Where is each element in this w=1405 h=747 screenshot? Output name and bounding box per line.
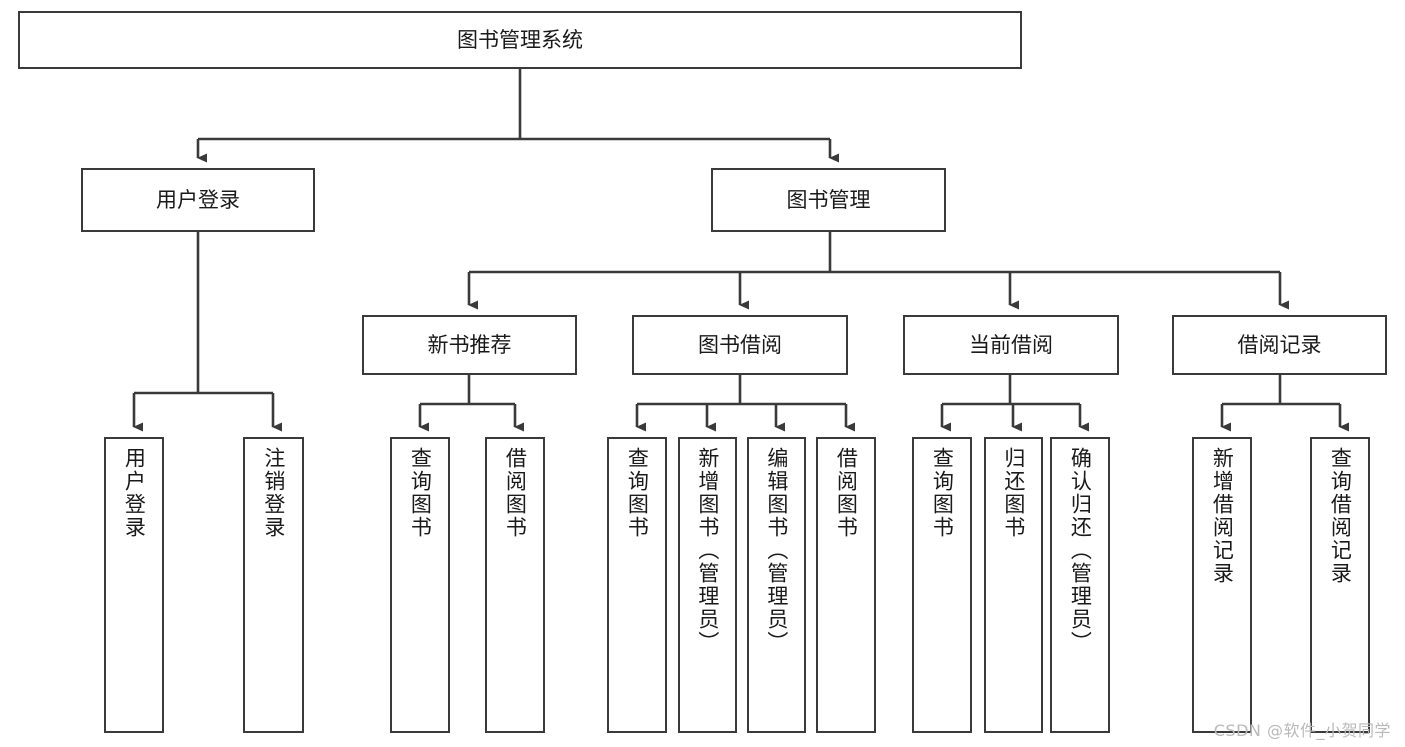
leaf-new-book-borrow[interactable]: 借阅图书 [485, 437, 545, 733]
node-label: 查询图书 [625, 447, 650, 539]
node-label: 当前借阅 [969, 332, 1053, 357]
node-label: 借阅图书 [834, 447, 859, 539]
node-label: 查询图书 [930, 447, 955, 539]
watermark-text: CSDN @软件_小贺同学 [1213, 721, 1391, 740]
node-label: 归还图书 [1001, 447, 1026, 539]
leaf-user-login-logout[interactable]: 注销登录 [243, 437, 304, 733]
node-label: 借阅记录 [1237, 332, 1322, 357]
node-label: 注销登录 [261, 447, 286, 539]
leaf-borrow-edit-book-admin[interactable]: 编辑图书（管理员） [747, 437, 806, 733]
node-label: 查询借阅记录 [1328, 447, 1353, 585]
node-label: 新增借阅记录 [1210, 447, 1235, 585]
node-label: 确认归还（管理员） [1068, 447, 1093, 654]
leaf-borrow-query-book[interactable]: 查询图书 [607, 437, 667, 733]
node-user-login[interactable]: 用户登录 [81, 168, 315, 232]
node-label: 新增图书（管理员） [695, 447, 720, 654]
node-label: 新书推荐 [427, 332, 512, 357]
node-label: 编辑图书（管理员） [764, 447, 789, 654]
node-book-management[interactable]: 图书管理 [711, 168, 946, 232]
node-label: 图书管理 [786, 187, 871, 212]
node-label: 用户登录 [122, 447, 147, 539]
leaf-current-query-book[interactable]: 查询图书 [912, 437, 972, 733]
leaf-new-book-query[interactable]: 查询图书 [390, 437, 450, 733]
node-new-book-recommend[interactable]: 新书推荐 [362, 315, 577, 375]
leaf-borrow-borrow-book[interactable]: 借阅图书 [816, 437, 876, 733]
node-book-borrow[interactable]: 图书借阅 [632, 315, 848, 375]
node-current-borrow[interactable]: 当前借阅 [903, 315, 1119, 375]
leaf-borrow-add-book-admin[interactable]: 新增图书（管理员） [678, 437, 737, 733]
node-label: 用户登录 [156, 187, 240, 212]
leaf-record-query-record[interactable]: 查询借阅记录 [1310, 437, 1370, 733]
leaf-current-confirm-return-admin[interactable]: 确认归还（管理员） [1050, 437, 1110, 733]
node-label: 查询图书 [408, 447, 433, 539]
leaf-current-return-book[interactable]: 归还图书 [984, 437, 1043, 733]
node-borrow-record[interactable]: 借阅记录 [1172, 315, 1387, 375]
node-label: 借阅图书 [503, 447, 528, 539]
leaf-user-login-login[interactable]: 用户登录 [104, 437, 164, 733]
node-label: 图书借阅 [698, 332, 782, 357]
leaf-record-add-record[interactable]: 新增借阅记录 [1192, 437, 1252, 733]
node-label: 图书管理系统 [457, 27, 583, 52]
node-root-book-management-system[interactable]: 图书管理系统 [18, 11, 1022, 69]
